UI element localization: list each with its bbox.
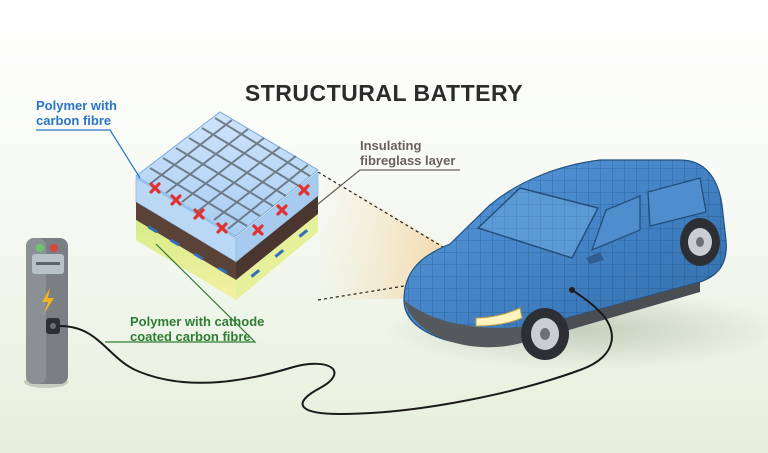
cube-left-upper-layer: [136, 176, 236, 238]
label-polymer-carbon-fibre: Polymer with carbon fibre: [36, 98, 117, 128]
cube-left-green-layer: [136, 220, 236, 300]
label-line: Insulating: [360, 138, 422, 153]
charging-station: [24, 238, 68, 388]
cube-right-insulating-layer: [236, 196, 318, 280]
car-front-wheel: [521, 308, 569, 360]
charger-status-light-green: [36, 244, 44, 252]
leader-line-polymer-carbon: [36, 129, 141, 179]
leader-line-insulating: [317, 169, 460, 205]
car-front-bumper: [404, 300, 556, 348]
lightning-bolt-icon: [42, 288, 54, 314]
anode-plus-marks: [149, 182, 310, 236]
label-line: Polymer with: [36, 98, 117, 113]
cathode-marks: [147, 225, 309, 278]
carbon-fibre-mesh: [149, 117, 311, 230]
label-line: fibreglass layer: [360, 153, 456, 168]
car-rear-wheel: [680, 218, 720, 266]
label-line: Polymer with cathode: [130, 314, 265, 329]
car-headlight: [475, 307, 523, 327]
car-side-window-rear: [647, 177, 707, 227]
label-line: carbon fibre: [36, 113, 112, 128]
car-side-mirror: [586, 252, 604, 264]
label-polymer-cathode: Polymer with cathode coated carbon fibre: [130, 314, 264, 344]
charger-status-light-red: [50, 244, 58, 252]
label-insulating-fibreglass: Insulating fibreglass layer: [360, 138, 455, 168]
car-side-window-front: [590, 195, 641, 252]
leader-line-polymer-cathode: [105, 243, 257, 343]
battery-cube: [135, 111, 319, 300]
diagram-title: STRUCTURAL BATTERY: [244, 80, 524, 106]
electric-car: [403, 159, 727, 360]
cube-left-insulating-layer: [136, 202, 236, 280]
charging-cable: [59, 289, 613, 416]
car-side-skirt: [560, 282, 700, 332]
label-line: coated carbon fibre: [130, 329, 251, 344]
